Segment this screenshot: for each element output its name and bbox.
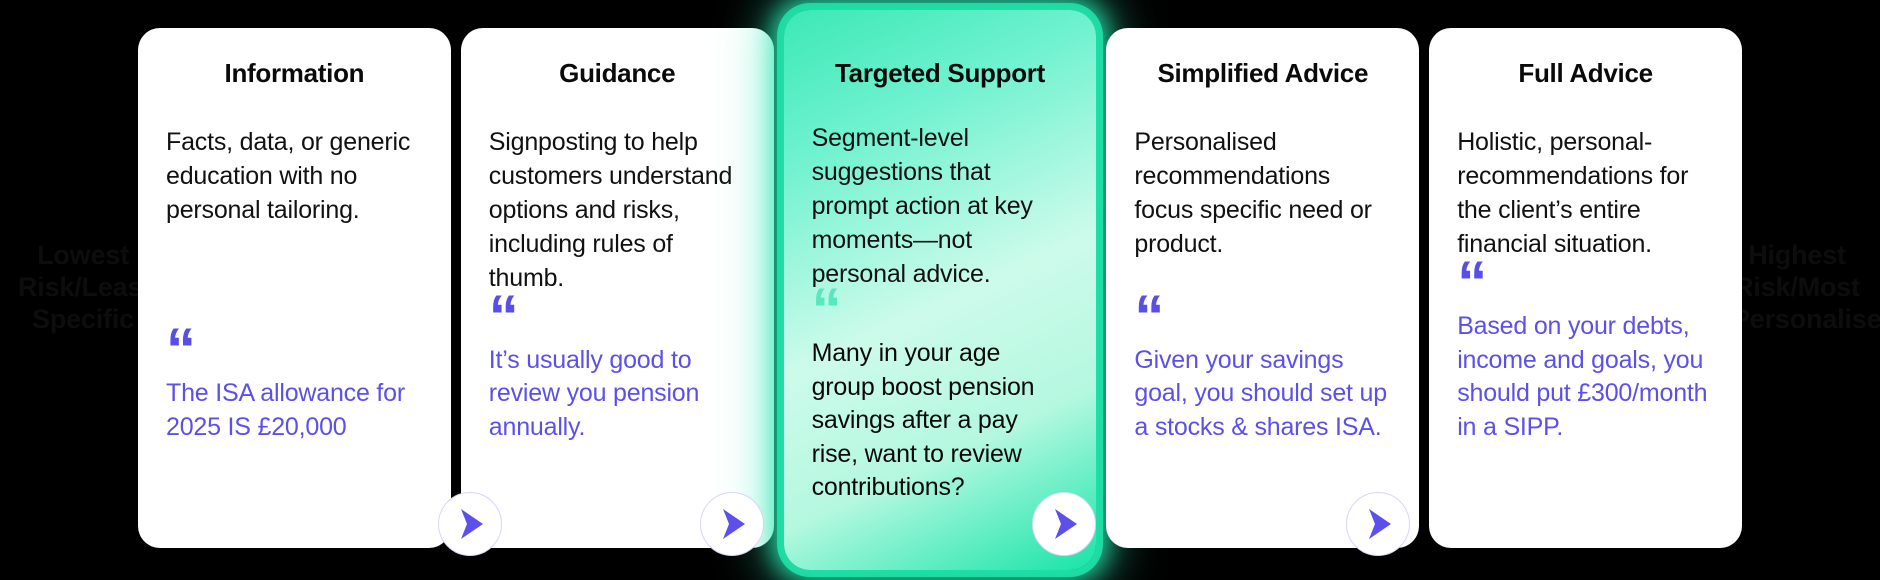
card-full-advice[interactable]: Full Advice Holistic, personal-recommend… xyxy=(1429,28,1742,548)
card-description: Personalised recommendations focus speci… xyxy=(1134,128,1372,258)
quote-open-icon: “ xyxy=(488,282,519,350)
quote-open-icon: “ xyxy=(1134,282,1164,350)
card-description: Segment-level suggestions that prompt ac… xyxy=(811,124,1033,288)
next-step-button-3[interactable] xyxy=(1032,492,1096,556)
quote-block: “ It’s usually good to review you pensio… xyxy=(488,282,746,549)
quote-text: Based on your debts, income and goals, y… xyxy=(1457,312,1708,441)
quote-text: Many in your age group boost pension sav… xyxy=(811,339,1035,501)
card-guidance[interactable]: Guidance Signposting to help customers u… xyxy=(460,28,774,549)
card-description: Signposting to help customers understand… xyxy=(488,128,733,292)
quote-block: “ The ISA allowance for 2025 IS £20,000 xyxy=(166,316,423,548)
card-information[interactable]: Information Facts, data, or generic educ… xyxy=(138,28,451,548)
quote-open-icon: “ xyxy=(811,276,842,343)
arrow-right-icon xyxy=(1369,509,1391,539)
arrow-right-icon xyxy=(461,509,483,539)
quote-text: It’s usually good to review you pension … xyxy=(488,345,700,441)
card-title: Full Advice xyxy=(1518,58,1653,88)
quote-block: “ Based on your debts, income and goals,… xyxy=(1457,249,1714,548)
arrow-right-icon xyxy=(723,509,745,539)
card-title: Information xyxy=(224,58,365,88)
scale-label-highest-risk: Highest Risk/Most Personalised xyxy=(1732,240,1880,334)
card-description: Facts, data, or generic education with n… xyxy=(166,128,411,224)
quote-block: “ Many in your age group boost pension s… xyxy=(811,276,1069,580)
quote-open-icon: “ xyxy=(1457,249,1487,316)
quote-open-icon: “ xyxy=(166,316,196,383)
next-step-button-4[interactable] xyxy=(1346,492,1410,556)
card-title: Simplified Advice xyxy=(1157,58,1369,88)
card-title: Targeted Support xyxy=(835,58,1045,88)
arrow-right-icon xyxy=(1055,509,1077,539)
card-targeted-support[interactable]: Targeted Support Segment-level suggestio… xyxy=(783,10,1097,570)
card-simplified-advice[interactable]: Simplified Advice Personalised recommend… xyxy=(1106,28,1420,549)
quote-block: “ Given your savings goal, you should se… xyxy=(1134,282,1391,549)
next-step-button-2[interactable] xyxy=(700,492,764,556)
quote-text: Given your savings goal, you should set … xyxy=(1134,345,1387,441)
card-title: Guidance xyxy=(559,58,676,88)
card-description: Holistic, personal-recommendations for t… xyxy=(1457,128,1689,258)
quote-text: The ISA allowance for 2025 IS £20,000 xyxy=(166,379,405,441)
card-row: Information Facts, data, or generic educ… xyxy=(138,10,1742,570)
scale-label-lowest-risk: Lowest Risk/Least Specific xyxy=(18,240,152,334)
next-step-button-1[interactable] xyxy=(438,492,502,556)
